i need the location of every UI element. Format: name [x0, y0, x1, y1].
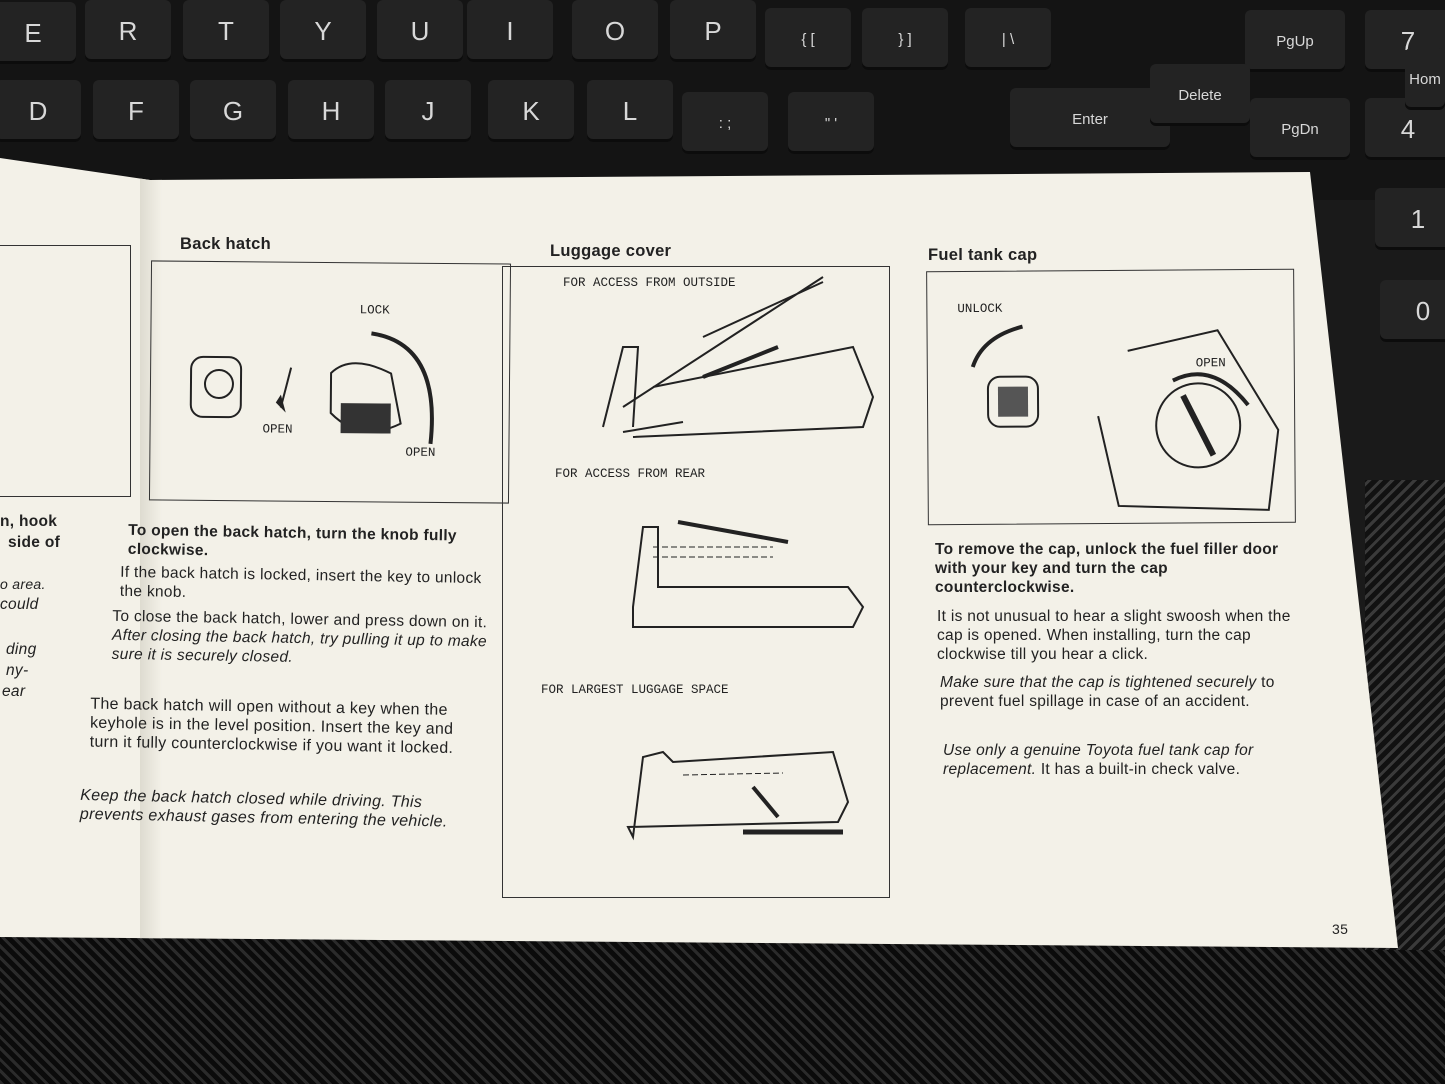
book-spine: [140, 175, 162, 940]
key-d: D: [0, 80, 81, 142]
key-1: 1: [1375, 188, 1445, 250]
fuel-cap-tighten-text: Make sure that the cap is tightened secu…: [940, 673, 1318, 711]
back-hatch-figure: LOCK OPEN OPEN: [148, 260, 512, 504]
key-i: I: [467, 0, 553, 62]
tighten-warning: Make sure that the cap is tightened secu…: [940, 674, 1257, 691]
key-o: O: [572, 0, 658, 62]
open-label: OPEN: [405, 445, 436, 460]
key-pgup: PgUp: [1245, 10, 1345, 72]
back-hatch-keyhole-text: The back hatch will open without a key w…: [89, 695, 454, 757]
left-page-figure: [0, 245, 131, 497]
left-fragment: could: [0, 596, 39, 613]
genuine-warning: Use only a genuine Toyota fuel tank cap …: [943, 742, 1254, 778]
open-label: OPEN: [1195, 356, 1226, 371]
fuel-cap-figure: UNLOCK OPEN: [926, 268, 1296, 526]
open-label: OPEN: [262, 422, 293, 437]
left-fragment: ny-: [6, 662, 29, 679]
key-bracket-left: { [: [765, 8, 851, 70]
left-fragment: ding: [6, 641, 37, 658]
key-pgdn: PgDn: [1250, 98, 1350, 160]
access-outside-label: FOR ACCESS FROM OUTSIDE: [563, 276, 736, 290]
luggage-cover-heading: Luggage cover: [550, 242, 672, 260]
luggage-cover-illustration: [602, 276, 875, 841]
left-fragment: side of: [8, 534, 61, 551]
key-enter: Enter: [1010, 88, 1170, 150]
key-u: U: [377, 0, 463, 62]
key-home: Hom: [1405, 48, 1445, 110]
key-y: Y: [280, 0, 366, 62]
key-j: J: [385, 80, 471, 142]
back-hatch-locked-text: If the back hatch is locked, insert the …: [119, 563, 482, 601]
check-valve-text: It has a built-in check valve.: [1040, 761, 1241, 778]
back-hatch-close-text: To close the back hatch, lower and press…: [112, 607, 488, 671]
lock-label: LOCK: [359, 303, 390, 318]
close-warning: After closing the back hatch, try pullin…: [111, 626, 488, 666]
access-rear-label: FOR ACCESS FROM REAR: [555, 467, 706, 481]
back-hatch-open-instruction: To open the back hatch, turn the knob fu…: [127, 521, 457, 560]
key-h: H: [288, 80, 374, 142]
keyboard: E R T Y U I O P { [ } ] | \ PgUp 7 D F G…: [0, 0, 1445, 342]
key-0: 0: [1380, 280, 1445, 342]
fuel-tank-cap-heading: Fuel tank cap: [928, 246, 1038, 264]
left-fragment: ear: [2, 683, 26, 700]
key-t: T: [183, 0, 269, 62]
left-fragment: n, hook: [0, 513, 58, 530]
key-r: R: [85, 0, 171, 62]
fuel-cap-illustration: [970, 324, 1280, 511]
key-backslash: | \: [965, 8, 1051, 70]
page-number: 35: [1332, 921, 1349, 937]
key-p: P: [670, 0, 756, 62]
back-hatch-driving-warning: Keep the back hatch closed while driving…: [79, 786, 448, 831]
back-hatch-heading: Back hatch: [180, 235, 272, 253]
key-l: L: [587, 80, 673, 142]
back-hatch-illustration: [189, 331, 434, 445]
key-g: G: [190, 80, 276, 142]
key-bracket-right: } ]: [862, 8, 948, 70]
key-f: F: [93, 80, 179, 142]
key-quote: " ': [788, 92, 874, 154]
key-delete: Delete: [1150, 64, 1250, 126]
largest-space-label: FOR LARGEST LUGGAGE SPACE: [541, 683, 729, 697]
fuel-cap-remove-instruction: To remove the cap, unlock the fuel fille…: [935, 541, 1279, 596]
luggage-cover-figure: FOR ACCESS FROM OUTSIDE FOR ACCESS FROM …: [502, 266, 890, 898]
unlock-label: UNLOCK: [957, 301, 1003, 317]
key-semicolon: : ;: [682, 92, 768, 154]
key-k: K: [488, 80, 574, 142]
fuel-cap-genuine-text: Use only a genuine Toyota fuel tank cap …: [943, 741, 1321, 779]
left-fragment: o area.: [0, 576, 46, 592]
tighten-text: to prevent fuel spillage in case of an a…: [940, 674, 1275, 710]
fuel-cap-swoosh-text: It is not unusual to hear a slight swoos…: [937, 608, 1291, 663]
key-e: E: [0, 2, 76, 64]
